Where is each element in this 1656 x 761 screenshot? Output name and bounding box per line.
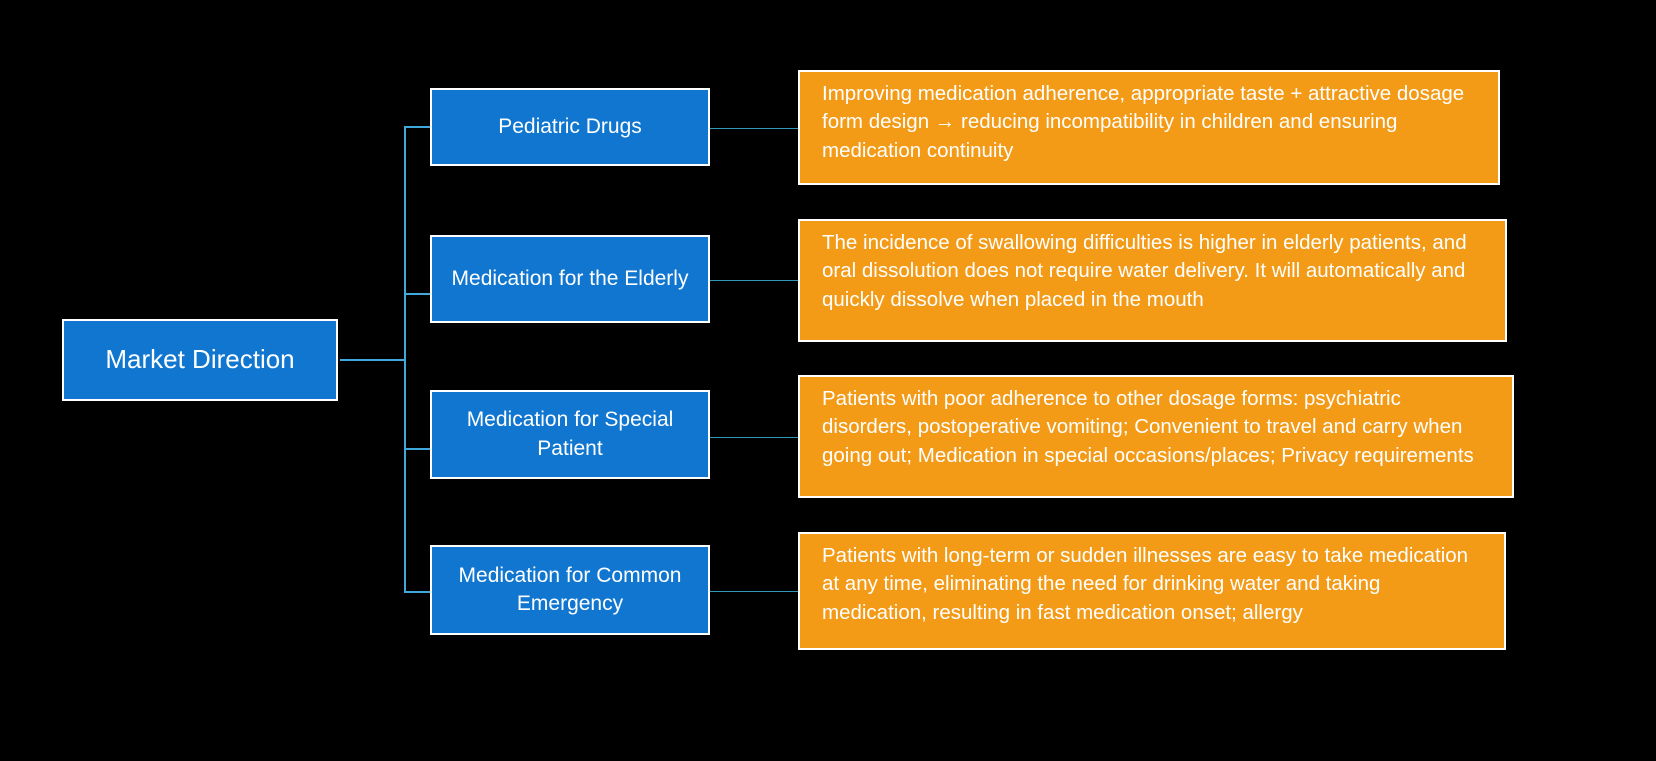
root-node-label: Market Direction [105,344,295,375]
description-text: Patients with poor adherence to other do… [822,387,1474,467]
connector-link-4 [710,591,800,592]
category-node-medication-for-common-emergency[interactable]: Medication for Common Emergency [430,545,710,635]
category-node-medication-for-special-patient[interactable]: Medication for Special Patient [430,390,710,479]
category-node-medication-for-the-elderly[interactable]: Medication for the Elderly [430,235,710,323]
description-box-pediatric-drugs: Improving medication adherence, appropri… [798,70,1500,185]
category-node-label: Pediatric Drugs [498,114,642,138]
category-node-label: Medication for Common Emergency [458,563,682,615]
connector-branch-4 [404,591,432,593]
description-box-medication-for-the-elderly: The incidence of swallowing difficulties… [798,219,1507,342]
category-node-label: Medication for Special Patient [466,408,674,460]
connector-branch-1 [404,126,432,128]
category-node-pediatric-drugs[interactable]: Pediatric Drugs [430,88,710,166]
connector-link-1 [710,128,800,129]
connector-trunk [404,126,406,593]
connector-link-2 [710,280,800,281]
connector-branch-2 [404,293,432,295]
description-text: Patients with long-term or sudden illnes… [822,544,1469,624]
description-text: The incidence of swallowing difficulties… [822,231,1467,311]
connector-root-stem [340,359,406,361]
connector-branch-3 [404,448,432,450]
description-box-medication-for-common-emergency: Patients with long-term or sudden illnes… [798,532,1506,650]
category-node-label: Medication for the Elderly [451,266,689,290]
description-box-medication-for-special-patient: Patients with poor adherence to other do… [798,375,1514,498]
connector-link-3 [710,437,800,438]
root-node-market-direction[interactable]: Market Direction [62,319,338,401]
description-text: Improving medication adherence, appropri… [822,82,1465,162]
